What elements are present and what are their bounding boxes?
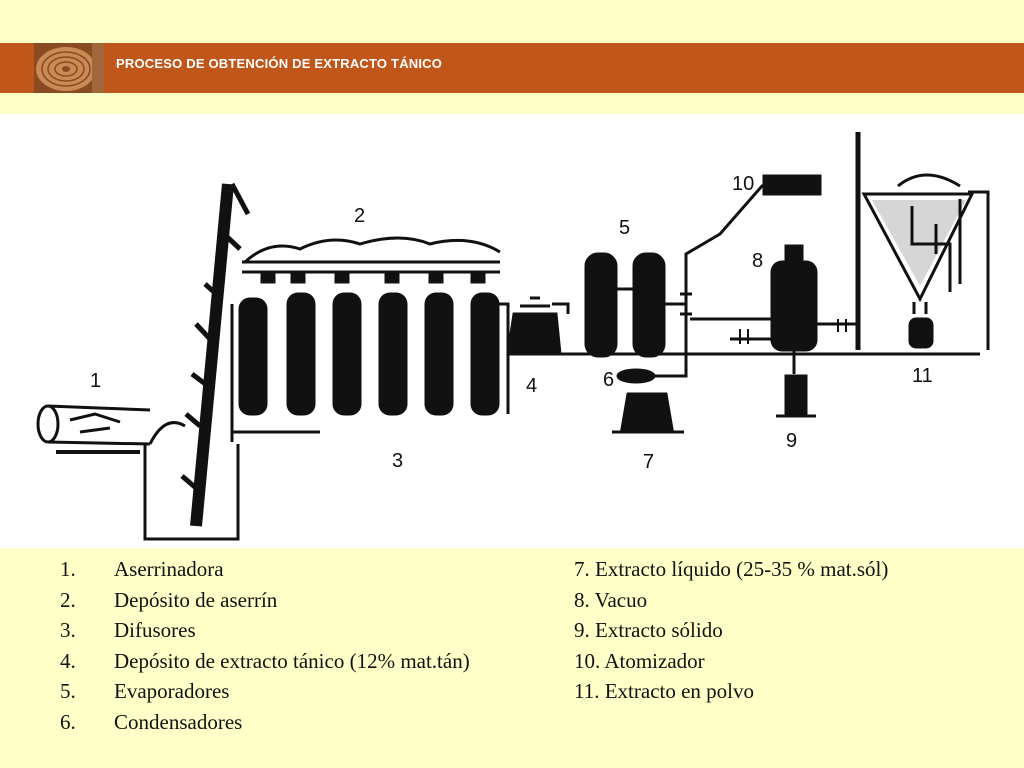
diagram-label-7: 7 — [643, 451, 654, 473]
wood-log-cross-section-icon — [34, 43, 104, 93]
legend-left: 1.Aserrinadora 2.Depósito de aserrín 3.D… — [60, 554, 470, 737]
legend-item: 5.Evaporadores — [60, 679, 230, 703]
condenser[interactable] — [616, 362, 688, 384]
legend-item: 11. Extracto en polvo — [574, 679, 755, 703]
diagram-label-10: 10 — [732, 173, 754, 195]
diagram-label-3: 3 — [392, 450, 403, 472]
legend-item: 4.Depósito de extracto tánico (12% mat.t… — [60, 648, 470, 673]
diagram-label-1: 1 — [90, 370, 101, 392]
title-bar — [0, 43, 1024, 93]
legend-item: 2.Depósito de aserrín — [60, 587, 278, 612]
evaporators[interactable] — [584, 252, 666, 358]
page-title: PROCESO DE OBTENCIÓN DE EXTRACTO TÁNICO — [116, 56, 443, 71]
atomizer[interactable] — [762, 174, 822, 196]
process-diagram: 1 2 3 4 5 6 7 8 9 10 11 — [0, 114, 1024, 548]
diffusers[interactable] — [238, 292, 500, 416]
tannin-tank[interactable] — [506, 296, 584, 356]
diagram-label-4: 4 — [526, 375, 537, 397]
legend-item: 7. Extracto líquido (25-35 % mat.sól) — [574, 557, 889, 581]
diagram-label-9: 9 — [786, 430, 797, 452]
diagram-label-11: 11 — [912, 365, 933, 387]
liquid-extract[interactable] — [620, 392, 674, 431]
diagram-label-8: 8 — [752, 250, 763, 272]
legend-item: 1.Aserrinadora — [60, 557, 224, 581]
log — [36, 404, 151, 454]
legend-right: 7. Extracto líquido (25-35 % mat.sól) 8.… — [574, 554, 888, 707]
legend-item: 8. Vacuo — [574, 587, 648, 612]
legend-item: 3.Difusores — [60, 618, 196, 642]
legend-item: 10. Atomizador — [574, 648, 705, 673]
process-diagram-drawing: 1 2 3 4 5 6 7 8 9 10 11 — [36, 132, 990, 541]
diagram-label-5: 5 — [619, 217, 630, 239]
diagram-label-2: 2 — [354, 205, 365, 227]
sawdust-pit — [143, 421, 240, 541]
diagram-label-6: 6 — [603, 369, 614, 391]
conveyor — [180, 182, 251, 527]
powder-extract-cyclone[interactable] — [855, 132, 990, 350]
legend-item: 9. Extracto sólido — [574, 618, 723, 642]
vacuum-unit[interactable] — [770, 244, 818, 352]
solid-extract[interactable] — [784, 374, 808, 418]
sawdust-deposit — [242, 236, 501, 284]
legend-item: 6.Condensadores — [60, 709, 243, 734]
